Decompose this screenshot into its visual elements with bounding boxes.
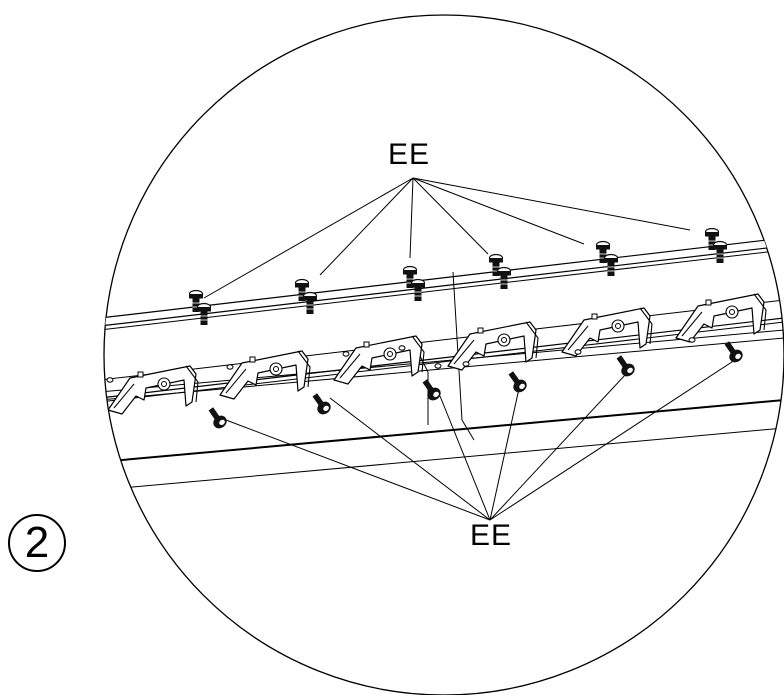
- top-leader-line: [413, 178, 488, 254]
- fastener-bolt: [498, 268, 511, 289]
- detail-circle: [104, 15, 784, 695]
- fastener-bolt: [490, 255, 503, 276]
- fastener-bolt: [616, 355, 636, 378]
- mounting-hole: [343, 352, 349, 356]
- bottom-leader-line: [330, 398, 490, 520]
- fastener-bolt: [296, 280, 309, 301]
- bottom-leader-line: [440, 396, 490, 520]
- latch-clamp: [562, 308, 652, 356]
- fastener-bolt: [605, 255, 618, 276]
- bottom-leader-line: [490, 358, 738, 520]
- top-leader-line: [413, 178, 584, 244]
- fastener-bolt: [508, 371, 528, 394]
- latch-clamp: [220, 351, 310, 399]
- bottom-leader-line: [490, 374, 626, 520]
- fastener-bolt: [714, 242, 727, 263]
- fastener-bolt: [422, 379, 442, 402]
- latch-clamp: [676, 294, 766, 342]
- fastener-bolt: [404, 267, 417, 288]
- mounting-hole: [463, 362, 469, 366]
- top-fasteners: [190, 229, 727, 325]
- top-leader-line: [410, 178, 413, 258]
- mounting-hole: [399, 346, 405, 350]
- step-number-badge: 2: [8, 514, 66, 572]
- fastener-bolt: [597, 242, 610, 263]
- mounting-hole: [227, 365, 233, 369]
- fastener-bolt: [412, 280, 425, 301]
- latch-clamp: [334, 336, 424, 384]
- top-leader-line: [204, 178, 413, 298]
- rail-assembly: [104, 178, 784, 520]
- top-callout-label: EE: [388, 138, 431, 171]
- fastener-bolt: [304, 293, 317, 314]
- fastener-bolt: [312, 393, 332, 416]
- fastener-bolt: [208, 407, 228, 430]
- top-leader-line: [413, 178, 690, 230]
- fastener-bolt: [198, 304, 211, 325]
- top-leader-line: [320, 178, 413, 275]
- latch-clamp: [108, 366, 198, 414]
- leader-lines: [204, 178, 738, 520]
- hole-row: [107, 338, 695, 382]
- bottom-leader-line: [490, 384, 520, 520]
- bottom-fasteners: [208, 341, 744, 430]
- fastener-bolt: [724, 341, 744, 364]
- latch-clamp: [448, 322, 538, 370]
- bottom-leader-line: [226, 420, 490, 520]
- fastener-bolt: [706, 229, 719, 250]
- clamp-row: [108, 294, 766, 414]
- mounting-hole: [575, 350, 581, 354]
- bottom-callout-label: EE: [470, 519, 513, 552]
- mounting-hole: [689, 338, 695, 342]
- mounting-hole: [107, 378, 113, 382]
- mounting-hole: [435, 364, 441, 368]
